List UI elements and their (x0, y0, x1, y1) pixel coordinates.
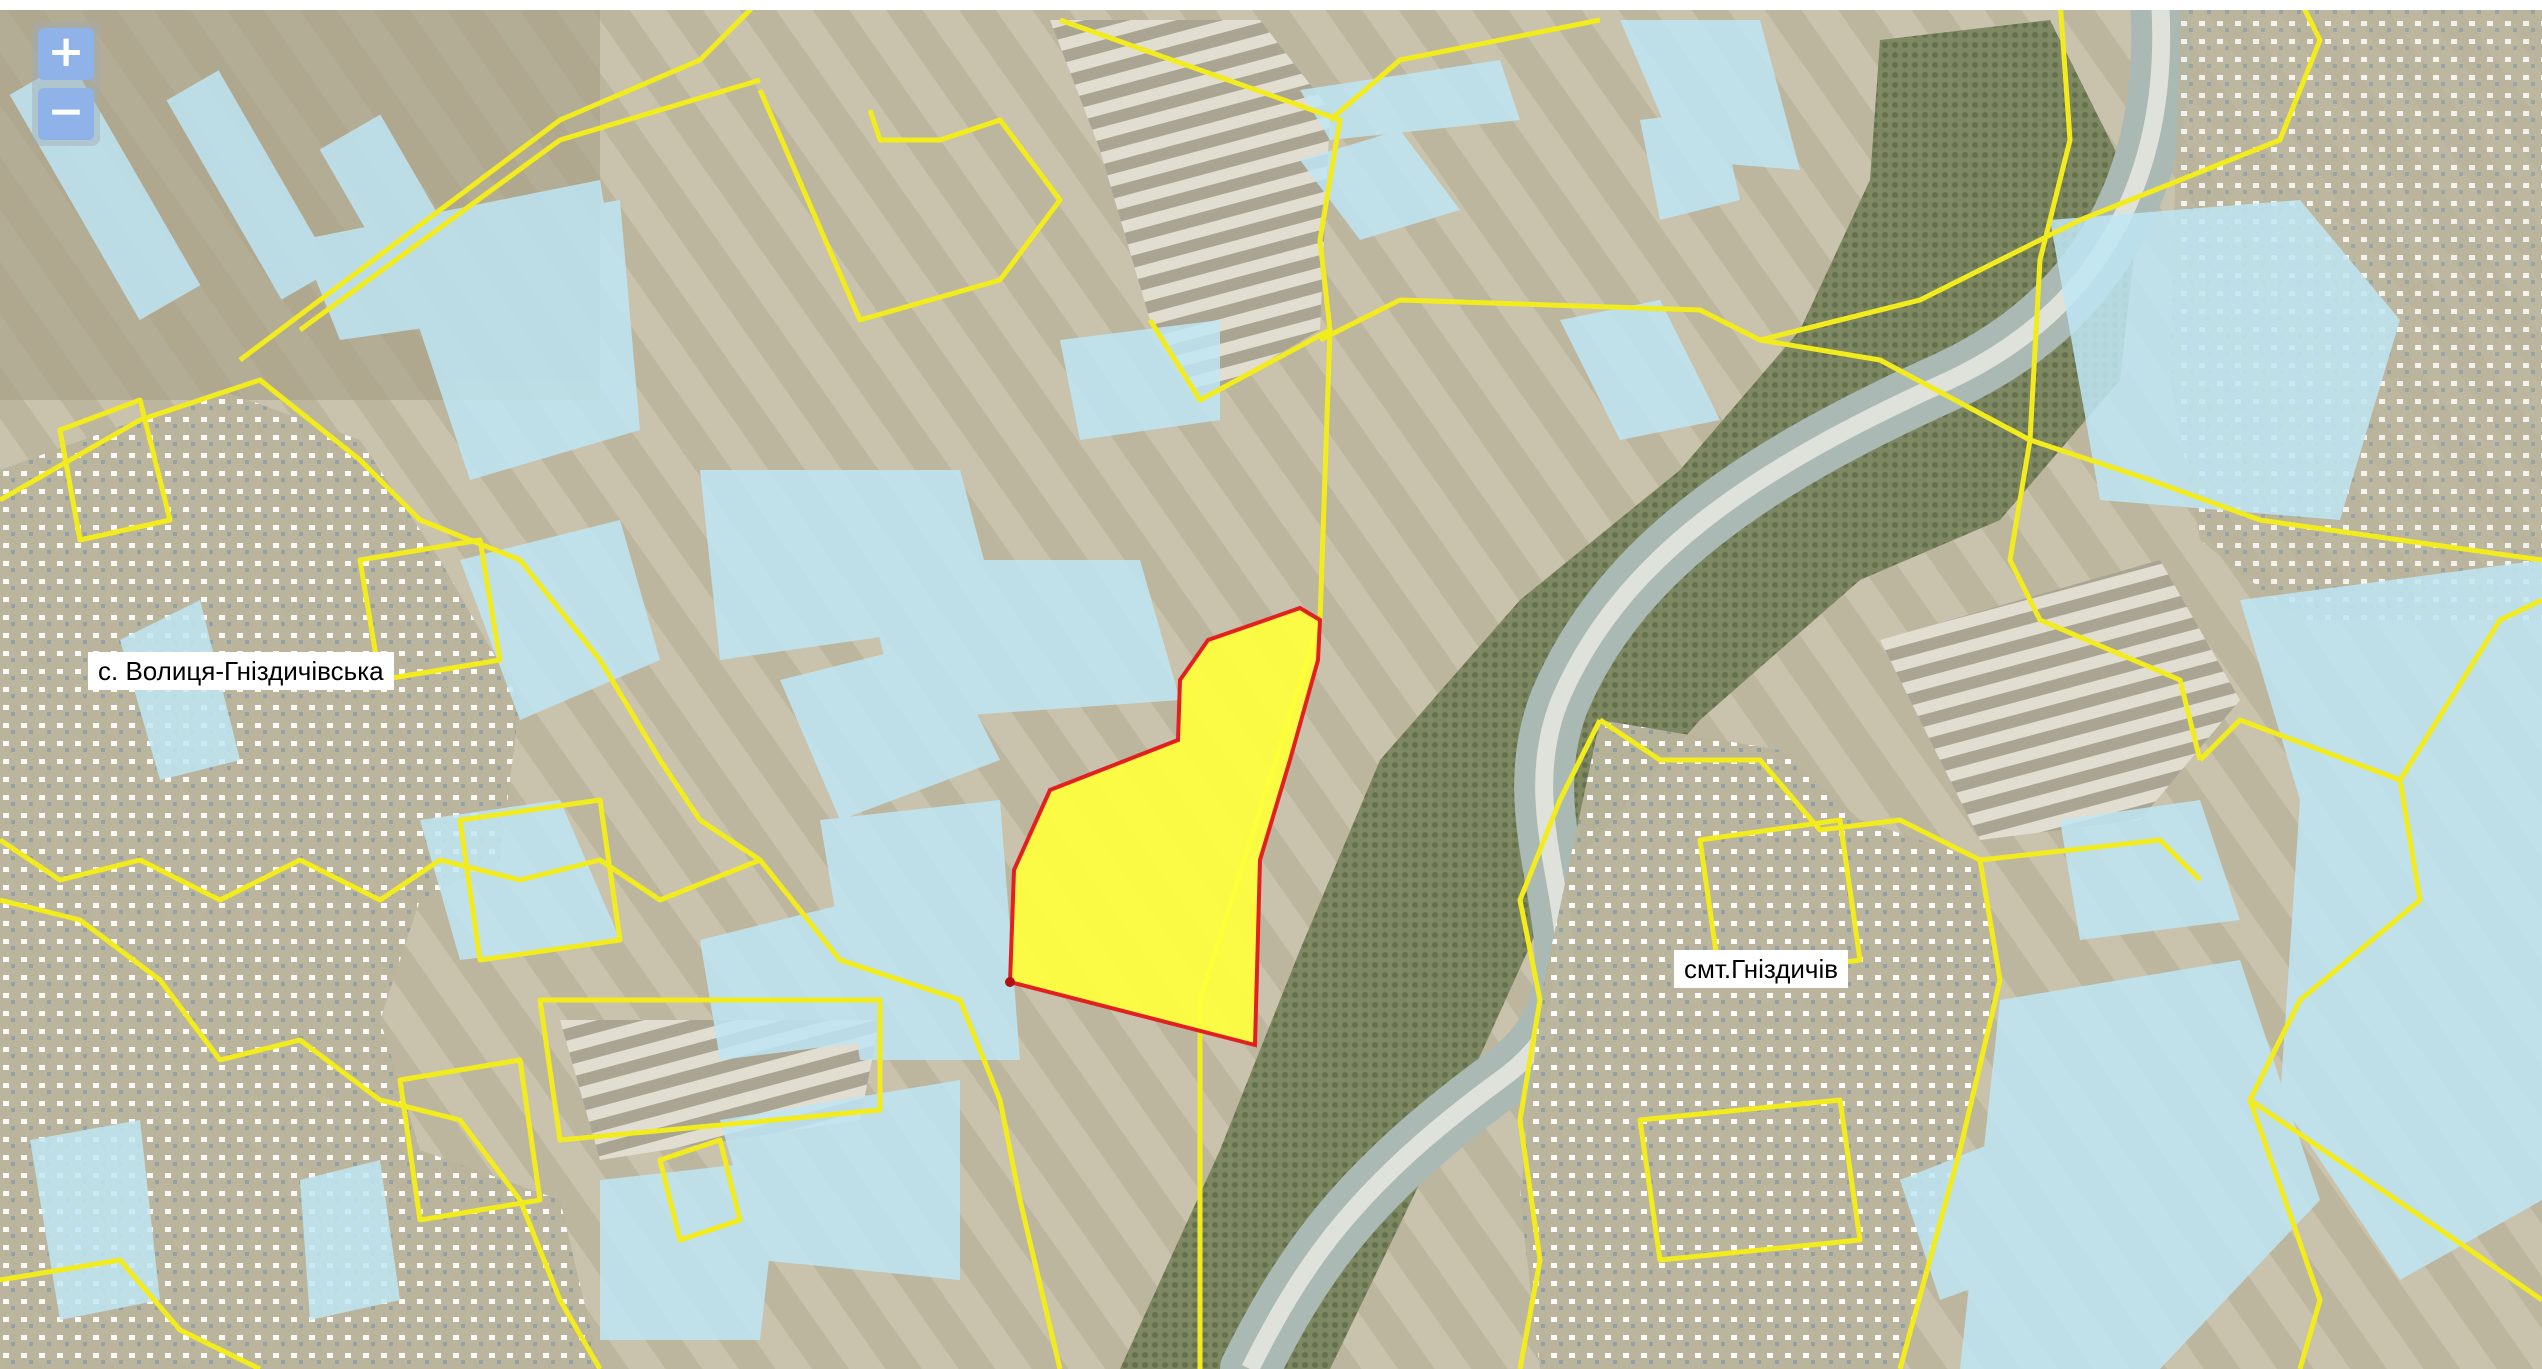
place-label-volytsia: с. Волиця-Гніздичівська (88, 652, 394, 690)
zoom-out-button[interactable]: − (38, 88, 94, 140)
zoom-in-button[interactable]: + (38, 28, 94, 80)
parcel-vertex-marker (1005, 977, 1015, 987)
top-banner-strip (0, 0, 2542, 10)
striped-fields-east (1880, 560, 2240, 840)
cadastral-parcels (9, 20, 2542, 1369)
zoom-control: + − (32, 22, 100, 146)
selected-parcel[interactable] (1007, 605, 1323, 1048)
forest-area (1120, 20, 2140, 1369)
striped-fields-north (1050, 20, 1330, 400)
village-area-east (1520, 720, 2000, 1369)
place-label-hnizdychiv: смт.Гніздичів (1674, 950, 1849, 988)
